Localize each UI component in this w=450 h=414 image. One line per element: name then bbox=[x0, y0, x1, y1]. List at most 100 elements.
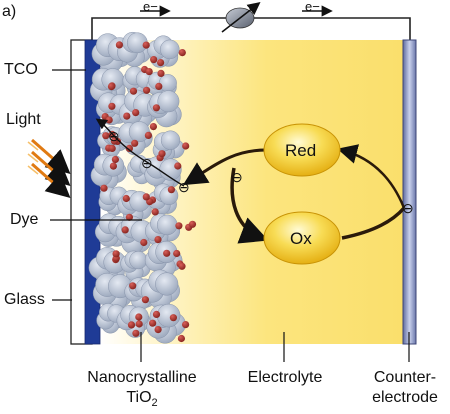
tio2-subscript: 2 bbox=[151, 397, 158, 410]
dye-molecule bbox=[145, 68, 153, 76]
tio2-particle bbox=[129, 251, 148, 270]
ox-orb bbox=[263, 211, 341, 265]
dye-molecule bbox=[157, 59, 165, 67]
red-orb bbox=[263, 123, 341, 177]
electrolyte-label: Electrolyte bbox=[247, 369, 323, 386]
tio2-particle bbox=[157, 90, 180, 113]
arrow-counter-to-red bbox=[337, 144, 406, 209]
dye-molecule bbox=[143, 86, 151, 94]
electron-path bbox=[95, 118, 185, 187]
dye-molecule bbox=[178, 262, 186, 270]
electron-label-left: e− bbox=[143, 0, 158, 14]
electron-icon: ⊖ bbox=[178, 179, 190, 195]
tio2-particle bbox=[160, 130, 181, 150]
dye-molecule bbox=[129, 87, 138, 95]
nanocrystalline-tio2-label: Nanocrystalline TiO2 bbox=[78, 370, 206, 409]
dye-molecule bbox=[151, 208, 159, 216]
electron-icon: ⊖ bbox=[402, 200, 414, 216]
dye-molecule bbox=[155, 82, 163, 90]
dye-molecule bbox=[111, 155, 119, 164]
dye-molecule bbox=[149, 319, 157, 327]
dye-molecule bbox=[141, 296, 149, 304]
dye-molecule bbox=[150, 56, 158, 64]
tio2-particle bbox=[156, 303, 181, 328]
leader-lines bbox=[50, 69, 410, 362]
dye-molecule bbox=[188, 220, 197, 228]
electron-icon: ⊖ bbox=[108, 128, 120, 144]
load-icon bbox=[221, 2, 261, 33]
light-rays-icon bbox=[27, 138, 71, 198]
electron-label-right: e− bbox=[305, 0, 320, 14]
dye-molecule bbox=[125, 213, 133, 221]
dye-molecule bbox=[169, 314, 177, 322]
dye-molecule bbox=[100, 184, 108, 192]
dye-label: Dye bbox=[10, 211, 39, 228]
dye-molecule bbox=[167, 186, 175, 194]
dye-molecule bbox=[140, 238, 148, 247]
dye-molecule bbox=[163, 249, 171, 257]
dye-molecule bbox=[125, 144, 133, 152]
arrow-ox-to-counter bbox=[341, 206, 406, 240]
dye-molecule bbox=[175, 222, 183, 230]
dye-molecule bbox=[182, 321, 190, 329]
dye-molecule bbox=[144, 131, 152, 139]
dye-molecule bbox=[110, 137, 118, 145]
counter-label-line1: Counter- bbox=[373, 369, 437, 386]
tio2-particle bbox=[128, 121, 150, 143]
dye-molecule bbox=[132, 109, 140, 117]
light-label: Light bbox=[6, 111, 41, 128]
dye-molecule bbox=[158, 150, 166, 158]
tio2-particle bbox=[156, 214, 178, 236]
dye-molecule bbox=[108, 102, 116, 110]
dye-molecule bbox=[132, 329, 140, 337]
dye-molecule bbox=[135, 320, 143, 328]
dye-molecule bbox=[157, 69, 165, 77]
dye-molecule bbox=[122, 194, 130, 203]
counter-label-line2: electrode bbox=[372, 389, 438, 406]
electron-icon: ⊖ bbox=[141, 155, 153, 171]
dye-molecule bbox=[174, 162, 182, 170]
dye-molecule bbox=[142, 193, 150, 201]
dye-molecule bbox=[182, 142, 190, 150]
dye-molecule bbox=[142, 41, 150, 49]
dye-molecule bbox=[178, 49, 186, 57]
tio2-label: TiO bbox=[126, 389, 152, 406]
dye-molecule bbox=[154, 326, 162, 334]
tco-label: TCO bbox=[4, 61, 38, 78]
arrow-dye-to-ox bbox=[230, 167, 269, 244]
arrow-red-to-dye bbox=[182, 148, 267, 186]
counter-electrode-label: Counter- electrode bbox=[362, 370, 448, 406]
dye-molecule bbox=[102, 132, 110, 140]
dye-molecule bbox=[105, 116, 113, 124]
dye-molecule bbox=[154, 236, 162, 244]
dye-molecule bbox=[121, 226, 129, 234]
dye-molecule bbox=[109, 162, 117, 170]
dye-molecule bbox=[149, 123, 157, 131]
dye-molecule bbox=[173, 249, 181, 258]
dye-molecule bbox=[129, 282, 137, 290]
tio2-particle bbox=[158, 74, 177, 93]
external-circuit-wire bbox=[91, 17, 411, 40]
panel-label: a) bbox=[2, 3, 17, 20]
dye-molecule bbox=[115, 41, 123, 49]
dye-molecule bbox=[177, 334, 185, 343]
dye-molecule bbox=[135, 313, 143, 321]
dye-molecule bbox=[123, 112, 131, 120]
dye-molecule bbox=[131, 139, 139, 147]
tio2-particle bbox=[160, 39, 180, 60]
dye-molecule bbox=[108, 144, 116, 152]
red-label: Red bbox=[285, 141, 317, 160]
counter-electrode bbox=[402, 39, 417, 345]
dye-molecules bbox=[100, 41, 197, 343]
dye-molecule bbox=[107, 83, 116, 91]
dye-molecule bbox=[127, 321, 136, 329]
electron-icon: ⊖ bbox=[231, 169, 243, 185]
dye-molecule bbox=[152, 310, 161, 318]
nanocrystalline-label: Nanocrystalline bbox=[87, 369, 197, 386]
tio2-particle bbox=[155, 272, 179, 296]
dye-molecule bbox=[152, 104, 160, 112]
dye-molecule bbox=[112, 250, 120, 258]
glass-label: Glass bbox=[4, 291, 45, 308]
ox-label: Ox bbox=[290, 229, 312, 248]
